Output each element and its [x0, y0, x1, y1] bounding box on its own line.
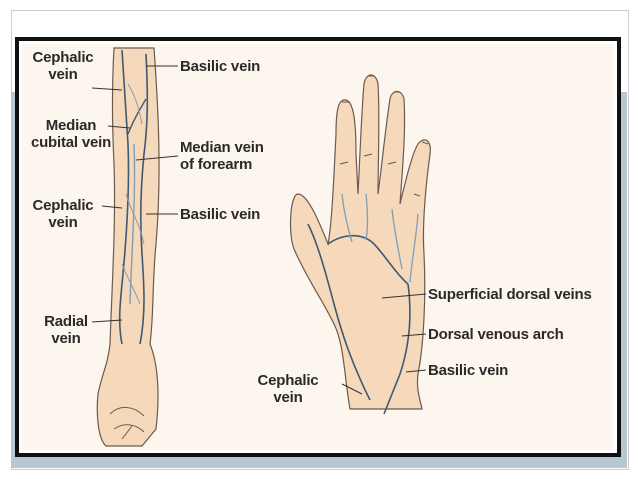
vein-diagram: Cephalic vein Basilic vein Median cubita…: [22, 44, 614, 450]
label-cephalic-vein-upper: Cephalic vein: [28, 49, 98, 83]
label-line: vein: [273, 389, 303, 406]
label-cephalic-vein-hand: Cephalic vein: [250, 372, 326, 406]
hand-dorsal-venous-arch: [327, 234, 409, 285]
label-basilic-vein-upper: Basilic vein: [180, 58, 261, 75]
hand-drawing: [289, 74, 431, 415]
label-cephalic-vein-middle: Cephalic vein: [26, 197, 100, 231]
label-superficial-dorsal-veins: Superficial dorsal veins: [428, 286, 592, 303]
label-line: Radial: [44, 313, 88, 330]
label-line: Cephalic: [32, 197, 94, 214]
leader-lines: [91, 65, 427, 395]
label-radial-vein: Radial vein: [38, 313, 94, 347]
forearm-silhouette: [96, 47, 160, 447]
label-median-vein-of-forearm: Median vein of forearm: [180, 139, 264, 173]
fist-knuckles: [109, 407, 145, 440]
label-line: Median: [45, 117, 97, 134]
hand-silhouette: [289, 74, 431, 410]
knuckle-creases: [339, 153, 421, 197]
fingernails: [342, 75, 429, 145]
label-basilic-vein-middle: Basilic vein: [180, 206, 261, 223]
label-line: of forearm: [180, 156, 253, 173]
label-line: vein: [48, 214, 78, 231]
vein-illustration: [91, 47, 431, 447]
label-line: vein: [48, 66, 78, 83]
forearm-cephalic-vein: [118, 49, 130, 345]
label-line: vein: [51, 330, 81, 347]
label-median-cubital-vein: Median cubital vein: [24, 117, 118, 151]
hand-basilic-vein: [383, 283, 411, 415]
hand-cephalic-vein: [307, 223, 371, 401]
hand-superficial-dorsal-veins: [341, 193, 419, 283]
label-line: cubital vein: [30, 134, 112, 151]
label-line: Cephalic: [257, 372, 319, 389]
forearm-minor-veins: [121, 83, 145, 305]
forearm-drawing: [96, 47, 160, 447]
label-basilic-vein-hand: Basilic vein: [428, 362, 509, 379]
label-line: Median vein: [180, 139, 264, 156]
label-line: Cephalic: [32, 49, 94, 66]
forearm-median-cubital-vein: [127, 98, 147, 135]
label-dorsal-venous-arch: Dorsal venous arch: [428, 326, 564, 343]
forearm-basilic-vein: [139, 53, 149, 345]
